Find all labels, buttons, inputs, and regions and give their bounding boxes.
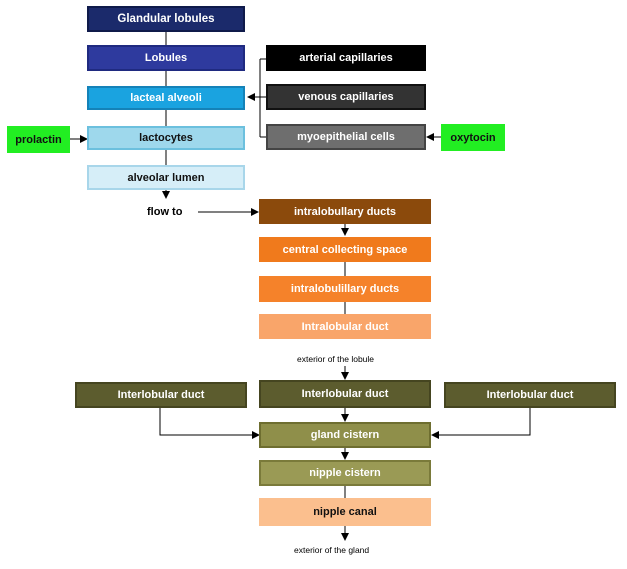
interlobular-duct-center-box: Interlobular duct [259,380,431,408]
arrow-interlobular-left [159,408,260,439]
interlobular-duct-right-box: Interlobular duct [444,382,616,408]
lacteal-alveoli-box: lacteal alveoli [87,86,245,110]
interlobular-duct-left-box: Interlobular duct [75,382,247,408]
venous-capillaries-box: venous capillaries [266,84,426,110]
arterial-capillaries-box: arterial capillaries [266,45,426,71]
exterior-gland-label: exterior of the gland [294,545,370,555]
myoepithelial-cells-box: myoepithelial cells [266,124,426,150]
intralobullary-ducts-box: intralobullary ducts [259,199,431,224]
central-collecting-space-box: central collecting space [259,237,431,262]
glandular-lobules-box: Glandular lobules [87,6,245,32]
oxytocin-box: oxytocin [441,124,505,151]
alveolar-lumen-box: alveolar lumen [87,165,245,190]
intralobulillary-ducts-box: intralobulillary ducts [259,276,431,302]
flow-to-label: flow to [147,206,183,218]
arrow-interlobular-right [431,408,531,439]
intralobular-duct-box: Intralobular duct [259,314,431,339]
nipple-canal-box: nipple canal [259,498,431,526]
lobules-box: Lobules [87,45,245,71]
exterior-lobule-label: exterior of the lobule [297,354,375,364]
gland-cistern-box: gland cistern [259,422,431,448]
nipple-cistern-box: nipple cistern [259,460,431,486]
lactocytes-box: lactocytes [87,126,245,150]
prolactin-box: prolactin [7,126,70,153]
